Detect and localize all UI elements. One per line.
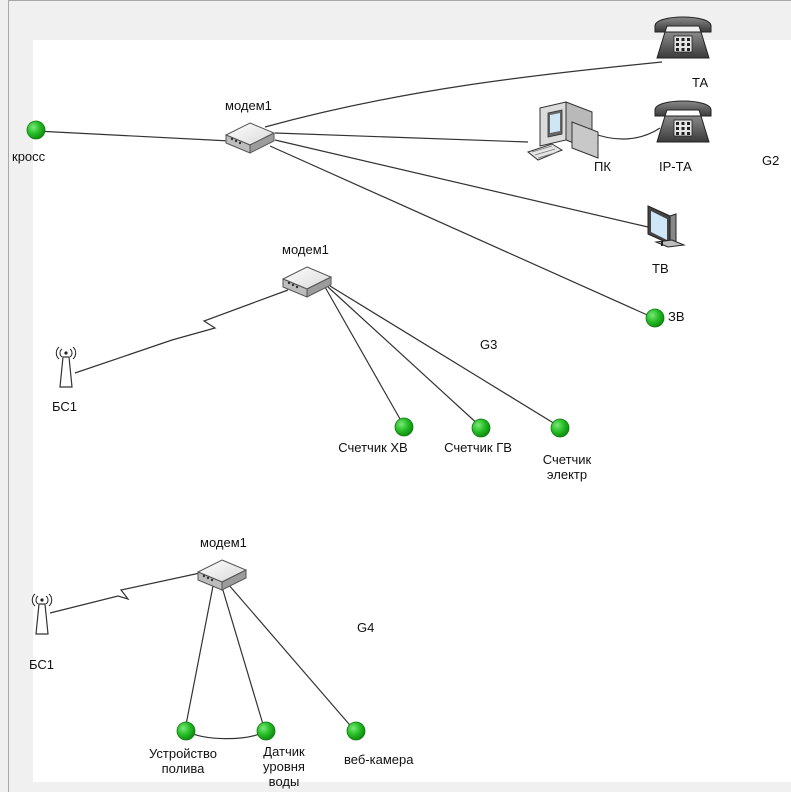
label-ipta: IP-ТА (659, 159, 692, 174)
label-tv: ТВ (652, 261, 669, 276)
label-ta: ТА (692, 75, 709, 90)
link-bs1-modem-g3 (74, 289, 289, 374)
group-label-g3: G3 (480, 337, 498, 352)
link-irrigation-water-sensor (185, 730, 266, 740)
link-modem-zv (269, 145, 655, 319)
links (35, 61, 663, 740)
endpoint-nodes (26, 120, 665, 741)
label-meter-el: Счетчик электр (542, 452, 592, 482)
link-bs1-modem-g4 (49, 572, 201, 614)
link-modem-pc (274, 132, 529, 143)
label-meter-hot: Счетчик ГВ (444, 440, 512, 455)
modem-icon[interactable] (225, 122, 275, 154)
telephone-icon[interactable] (654, 100, 712, 143)
label-pc: ПК (594, 159, 611, 174)
label-water-sensor: Датчик уровня воды (263, 744, 305, 789)
telephone-icon[interactable] (654, 16, 712, 59)
diagram-canvas (33, 40, 791, 782)
label-modem-g4: модем1 (200, 535, 247, 550)
desktop-pc-icon[interactable] (526, 101, 599, 161)
link-pc-ipta (591, 127, 661, 140)
node-meter-el[interactable] (550, 418, 570, 438)
label-irrigation: Устройство полива (148, 746, 218, 776)
link-modem-meter-el (329, 285, 561, 428)
label-webcam: веб-камера (344, 752, 414, 767)
node-webcam[interactable] (346, 721, 366, 741)
base-station-antenna-icon[interactable] (31, 593, 53, 635)
node-meter-hot[interactable] (471, 418, 491, 438)
node-cross[interactable] (26, 120, 46, 140)
link-modem-irrigation (184, 585, 214, 731)
node-irrigation[interactable] (176, 721, 196, 741)
label-bs1-g3: БС1 (52, 399, 78, 414)
label-cross: кросс (12, 149, 46, 164)
label-modem-g2: модем1 (225, 98, 272, 113)
link-modem-meter-cold (324, 286, 405, 427)
label-meter-cold: Счетчик ХВ (338, 440, 408, 455)
node-meter-cold[interactable] (394, 417, 414, 437)
label-bs1-g4: БС1 (29, 657, 55, 672)
label-modem-g3: модем1 (282, 242, 329, 257)
modem-icon[interactable] (282, 266, 332, 298)
base-station-antenna-icon[interactable] (55, 346, 77, 388)
group-label-g4: G4 (357, 620, 375, 635)
label-zv: ЗВ (668, 309, 685, 324)
link-modem-water-sensor (221, 586, 266, 732)
link-modem-webcam (227, 583, 356, 732)
node-zv[interactable] (645, 308, 665, 328)
modem-icon[interactable] (197, 559, 247, 591)
link-modem-meter-hot (327, 286, 482, 428)
frame-edge-left (8, 0, 9, 792)
link-modem-ta (264, 61, 663, 128)
link-cross-modem (35, 130, 231, 142)
frame-edge-top (8, 0, 791, 1)
tv-monitor-icon[interactable] (647, 205, 686, 248)
group-label-g2: G2 (762, 153, 780, 168)
link-modem-tv (274, 139, 649, 228)
node-water-sensor[interactable] (256, 721, 276, 741)
